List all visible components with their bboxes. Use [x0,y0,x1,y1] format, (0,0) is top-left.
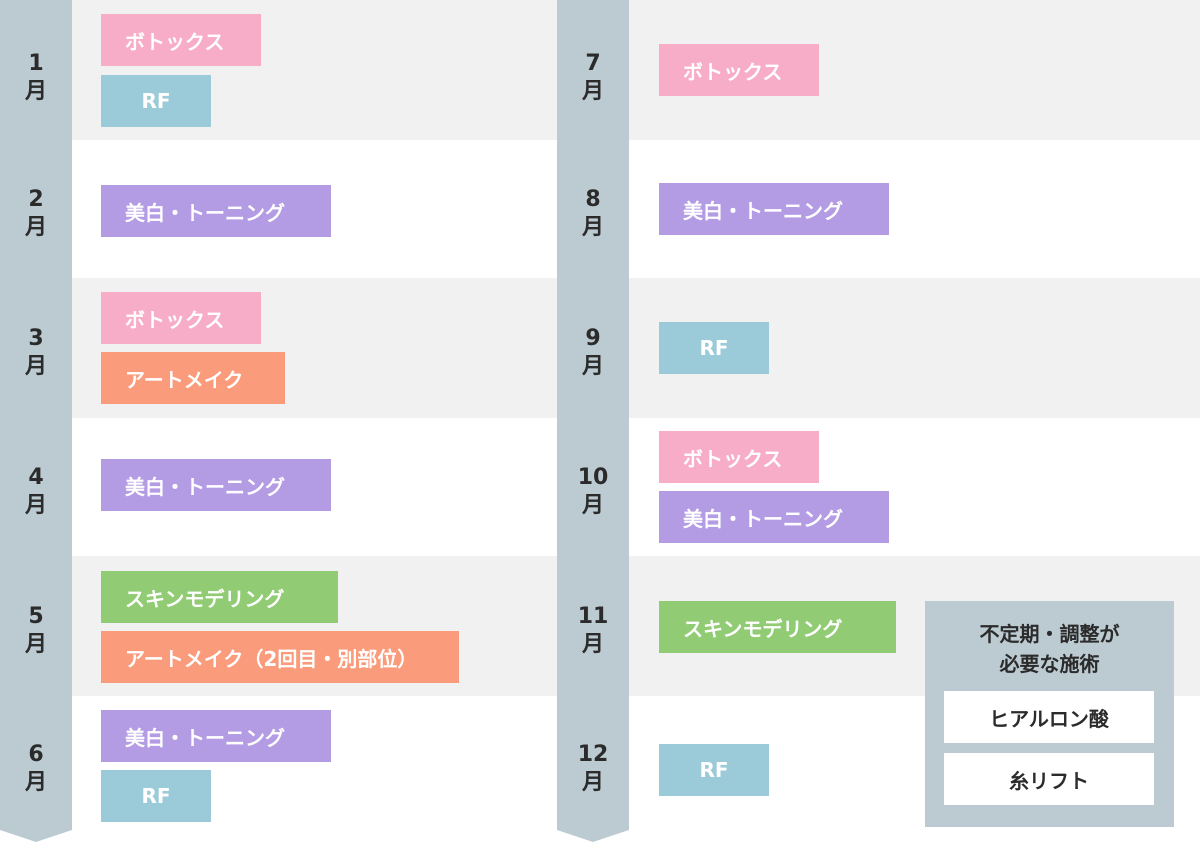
treatment-tag-rf: RF [659,322,769,374]
irregular-treatments-title: 不定期・調整が 必要な施術 [979,622,1120,676]
month-label: 3 月 [24,326,47,379]
month-label: 6 月 [24,742,47,795]
treatment-tag-skin-modeling: スキンモデリング [659,601,896,653]
month-chevron-2: 2 月 [0,136,72,288]
treatment-tag-whitening: 美白・トーニング [659,183,889,235]
treatment-tag-rf: RF [101,75,211,127]
month-label: 7 月 [581,50,604,104]
month-label: 9 月 [581,326,604,379]
month-chevron-12: 12 月 [557,692,629,842]
month-chevron-1: 1 月 [0,0,72,151]
month-label: 2 月 [24,187,47,240]
treatment-tag-whitening: 美白・トーニング [101,710,331,762]
month-chevron-11: 11 月 [557,552,629,706]
month-label: 4 月 [24,465,47,518]
month-label: 8 月 [581,187,604,240]
treatment-tag-botox: ボトックス [659,44,819,96]
treatment-tag-rf: RF [659,744,769,796]
treatment-tag-whitening: 美白・トーニング [101,459,331,511]
month-label: 1 月 [24,50,47,104]
month-chevron-3: 3 月 [0,274,72,428]
month-chevron-6: 6 月 [0,692,72,842]
treatment-tag-art-make-second: アートメイク（2回目・別部位） [101,631,459,683]
treatment-tag-skin-modeling: スキンモデリング [101,571,338,623]
month-chevron-5: 5 月 [0,552,72,706]
irregular-item-hyaluronic-acid: ヒアルロン酸 [944,691,1154,743]
month-chevron-7: 7 月 [557,0,629,151]
treatment-tag-botox: ボトックス [101,14,261,66]
month-chevron-8: 8 月 [557,136,629,288]
treatment-tag-art-make: アートメイク [101,352,285,404]
month-chevron-9: 9 月 [557,274,629,428]
irregular-item-thread-lift: 糸リフト [944,753,1154,805]
treatment-tag-whitening: 美白・トーニング [659,491,889,543]
treatment-tag-rf: RF [101,770,211,822]
treatment-tag-botox: ボトックス [659,431,819,483]
month-label: 10 月 [577,465,609,518]
month-label: 5 月 [24,604,47,657]
month-label: 12 月 [577,742,609,795]
treatment-tag-botox: ボトックス [101,292,261,344]
treatment-tag-whitening: 美白・トーニング [101,185,331,237]
month-chevron-4: 4 月 [0,414,72,566]
irregular-treatments-box: 不定期・調整が 必要な施術 ヒアルロン酸 糸リフト [925,601,1174,827]
month-chevron-10: 10 月 [557,414,629,566]
month-label: 11 月 [577,604,609,657]
